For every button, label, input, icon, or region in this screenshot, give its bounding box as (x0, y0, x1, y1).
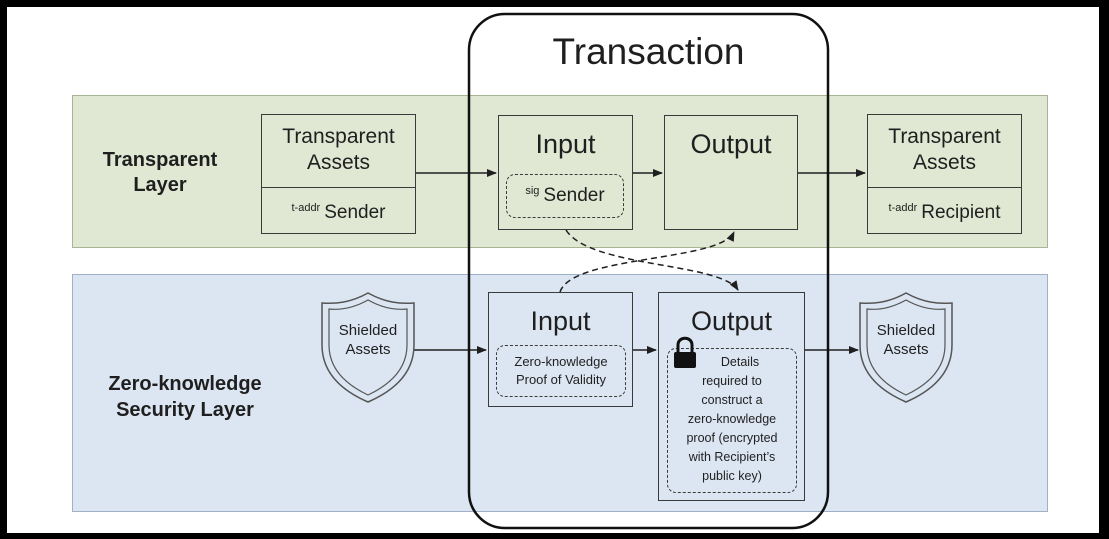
sig-sender-label: Sender (543, 185, 605, 206)
shielded-in-line2: Assets (345, 341, 391, 358)
zk-details-line3: construct a (701, 393, 763, 407)
sender-assets-line2: Assets (306, 151, 371, 174)
zk-proof-line2: Proof of Validity (515, 372, 607, 387)
zk-output-box: Output (658, 292, 805, 501)
transparent-input-box: Input (498, 115, 633, 230)
lock-icon (674, 336, 696, 368)
shielded-out-line2: Assets (883, 341, 929, 358)
zk-input-box: Input (488, 292, 633, 407)
dashed-arrow-zk-input-to-output (559, 231, 735, 293)
zk-proof-box: Zero-knowledge Proof of Validity (496, 345, 626, 397)
sender-assets-line1: Transparent (282, 125, 395, 148)
sender-address-label: Sender (324, 202, 386, 223)
shielded-out-line1: Shielded (876, 322, 936, 339)
zk-layer-label-line2: Security Layer (116, 399, 254, 421)
sig-sup: sig (525, 185, 540, 197)
recipient-assets-line2: Assets (912, 151, 977, 174)
zk-details-line7: public key) (702, 469, 762, 483)
dashed-arrow-sig-to-zk-output (565, 229, 739, 291)
zk-details-line4: zero-knowledge (687, 412, 777, 426)
zk-proof-line1: Zero-knowledge (514, 354, 608, 369)
zk-output-label: Output (690, 306, 773, 336)
zk-layer-label-line1: Zero-knowledge (108, 373, 262, 395)
transaction-frame (467, 12, 830, 530)
shielded-in-line1: Shielded (338, 322, 398, 339)
recipient-assets-line1: Transparent (888, 125, 1001, 148)
transparent-output-label: Output (690, 129, 772, 159)
zk-details-line5: proof (encrypted (686, 431, 778, 445)
transparent-layer-label: Transparent Layer (102, 149, 218, 196)
shield-icon (859, 292, 953, 403)
sender-divider (262, 187, 415, 188)
zk-details-line6: with Recipient’s (688, 450, 776, 464)
shield-icon (321, 292, 415, 403)
transaction-title: Transaction (552, 31, 745, 72)
transparent-output-box: Output (664, 115, 798, 230)
recipient-divider (868, 187, 1021, 188)
zk-details-box: Details required to construct a zero-kno… (667, 348, 797, 493)
recipient-taddr-sup: t-addr (888, 202, 918, 214)
zk-details-line1: Details (720, 355, 760, 369)
recipient-address-label: Recipient (921, 202, 1001, 223)
zk-details-line2: required to (702, 374, 762, 388)
zk-input-label: Input (530, 306, 591, 336)
sender-taddr-sup: t-addr (291, 202, 321, 214)
transparent-input-label: Input (535, 129, 596, 159)
